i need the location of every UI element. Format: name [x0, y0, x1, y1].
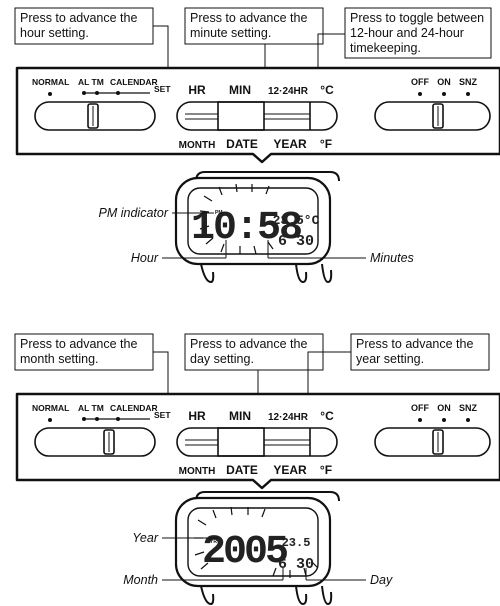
small-top-readout: 23.5°C — [273, 213, 320, 228]
bottom-section: Press to advance the month setting. Pres… — [14, 333, 500, 606]
month-annotation: Month — [123, 573, 158, 587]
pm-mark: PM — [215, 210, 223, 216]
callout-month-line2: month setting. — [20, 352, 99, 366]
hour-annotation: Hour — [131, 251, 159, 265]
date-label: DATE — [226, 137, 258, 151]
celsius-label-b: °C — [320, 409, 334, 423]
callout-12-24: Press to toggle between 12-hour and 24-h… — [344, 7, 492, 59]
callout-12-24-line2: 12-hour and 24-hour — [350, 26, 464, 40]
clock-screen-b — [187, 507, 319, 577]
callout-minute: Press to advance the minute setting. — [184, 7, 324, 45]
fahrenheit-label-b: °F — [320, 463, 332, 477]
pm-indicator-annotation: PM indicator — [99, 206, 169, 220]
callout-hour: Press to advance the hour setting. — [14, 7, 154, 45]
mode-set-label-b: SET — [154, 410, 171, 420]
clock-bottom: 2005 YR 23.5 6 30 Year Month Day — [123, 491, 393, 606]
month-label-b: MONTH — [179, 466, 216, 477]
alarm-on-label-b: ON — [437, 403, 451, 413]
callout-minute-line1: Press to advance the — [190, 11, 307, 25]
mode-normal-label-b: NORMAL — [32, 403, 69, 413]
control-panel-bottom: NORMAL AL TM CALENDAR SET HR MIN 12·24HR… — [15, 392, 500, 490]
callout-day: Press to advance the day setting. — [184, 333, 324, 371]
clock-top: 10:58 PM 23.5°C 6 30 PM indicator Hour M… — [99, 171, 414, 284]
small-bottom-readout-b: 6 30 — [278, 556, 314, 573]
mode-set-label: SET — [154, 84, 171, 94]
mode-switch-b[interactable] — [34, 427, 156, 457]
alarm-on-label: ON — [437, 77, 451, 87]
hr-label: HR — [188, 83, 206, 97]
clock-year-digits: 2005 — [202, 530, 287, 575]
mode-calendar-label: CALENDAR — [110, 77, 158, 87]
callout-12-24-line1: Press to toggle between — [350, 11, 484, 25]
min-label: MIN — [229, 83, 251, 97]
top-section: Press to advance the hour setting. Press… — [14, 7, 500, 284]
button-bar-b — [176, 427, 338, 457]
alarm-snz-label: SNZ — [459, 77, 478, 87]
small-bottom-readout: 6 30 — [278, 233, 314, 250]
celsius-label: °C — [320, 83, 334, 97]
year-label: YEAR — [273, 137, 307, 151]
flash-rays-top — [199, 183, 274, 255]
fahrenheit-label: °F — [320, 137, 332, 151]
1224-label-b: 12·24HR — [268, 412, 309, 423]
1224-label: 12·24HR — [268, 86, 309, 97]
alarm-off-label: OFF — [411, 77, 429, 87]
alarm-off-label-b: OFF — [411, 403, 429, 413]
mode-normal-label: NORMAL — [32, 77, 69, 87]
alarm-snz-label-b: SNZ — [459, 403, 478, 413]
callout-month: Press to advance the month setting. — [14, 333, 154, 371]
callout-12-24-line3: timekeeping. — [350, 41, 421, 55]
minutes-annotation: Minutes — [370, 251, 414, 265]
day-annotation: Day — [370, 573, 393, 587]
callout-minute-line2: minute setting. — [190, 26, 271, 40]
yr-mark: YR — [210, 539, 217, 545]
min-button[interactable] — [217, 101, 265, 131]
clock-screen — [187, 187, 319, 255]
callout-year: Press to advance the year setting. — [350, 333, 490, 371]
callout-hour-line2: hour setting. — [20, 26, 89, 40]
month-label: MONTH — [179, 140, 216, 151]
min-label-b: MIN — [229, 409, 251, 423]
callout-day-line1: Press to advance the — [190, 337, 307, 351]
callout-month-line1: Press to advance the — [20, 337, 137, 351]
mode-altm-label: AL TM — [78, 77, 104, 87]
year-annotation: Year — [132, 531, 159, 545]
button-bar — [176, 101, 338, 131]
date-label-b: DATE — [226, 463, 258, 477]
callout-year-line2: year setting. — [356, 352, 424, 366]
callout-day-line2: day setting. — [190, 352, 254, 366]
date-button[interactable] — [217, 427, 265, 457]
year-label-b: YEAR — [273, 463, 307, 477]
mode-altm-label-b: AL TM — [78, 403, 104, 413]
callout-year-line1: Press to advance the — [356, 337, 473, 351]
mode-calendar-label-b: CALENDAR — [110, 403, 158, 413]
hr-label-b: HR — [188, 409, 206, 423]
control-panel-top: NORMAL AL TM CALENDAR SET HR MIN 12·24HR… — [15, 66, 500, 164]
callout-hour-line1: Press to advance the — [20, 11, 137, 25]
small-top-readout-b: 23.5 — [282, 536, 311, 550]
